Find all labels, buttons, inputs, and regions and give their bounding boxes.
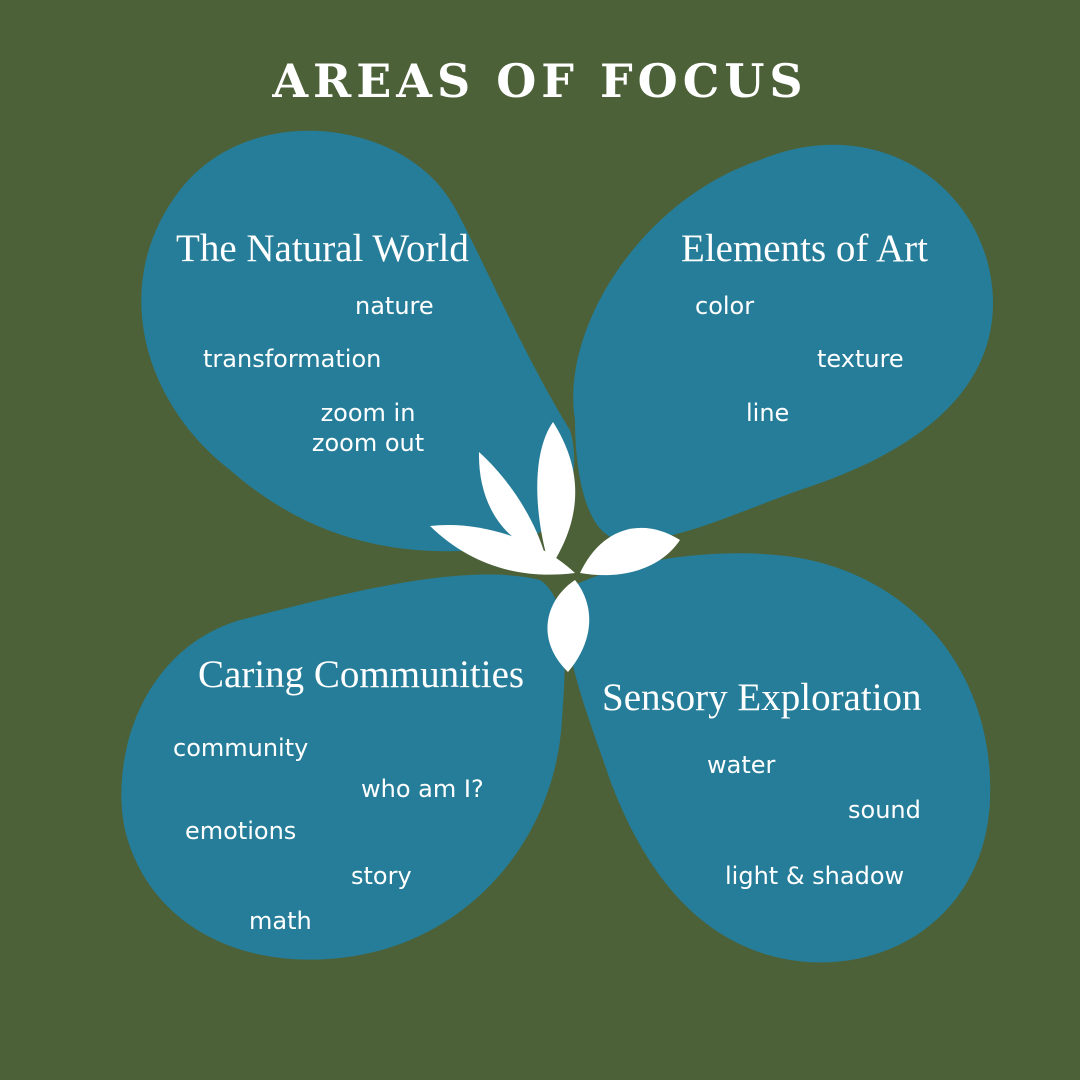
heading-sensory-exploration: Sensory Exploration [602, 676, 922, 719]
petal-natural-world [141, 130, 575, 552]
item-emotions: emotions [185, 817, 297, 845]
item-nature: nature [355, 292, 434, 320]
item-zoom-in: zoom in [320, 399, 416, 427]
item-light-and-shadow: light & shadow [725, 862, 905, 890]
item-line: line [746, 399, 790, 427]
white-flower-icon [430, 422, 680, 672]
item-transformation: transformation [203, 345, 382, 373]
page-title: AREAS OF FOCUS [272, 54, 808, 108]
petal-elements-of-art [573, 144, 994, 541]
item-community: community [173, 734, 309, 762]
item-story: story [351, 862, 412, 890]
heading-natural-world: The Natural World [176, 227, 469, 270]
item-water: water [707, 751, 776, 779]
item-zoom-out: zoom out [311, 429, 425, 457]
item-who-am-i: who am I? [361, 775, 484, 803]
heading-caring-communities: Caring Communities [198, 653, 525, 696]
item-texture: texture [817, 345, 904, 373]
item-sound: sound [848, 796, 921, 824]
heading-elements-of-art: Elements of Art [681, 227, 928, 270]
item-color: color [695, 292, 755, 320]
petal-sensory-exploration [564, 553, 991, 963]
item-math: math [249, 907, 312, 935]
petal-caring-communities [121, 574, 565, 960]
